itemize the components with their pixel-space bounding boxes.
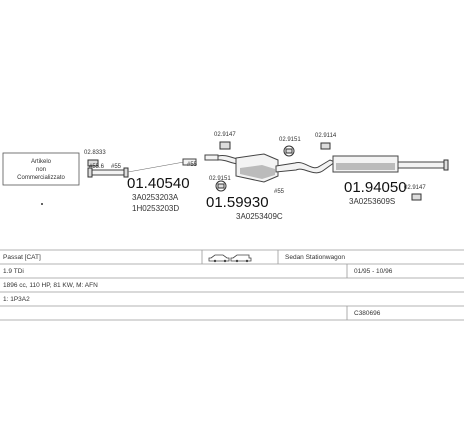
label-ref-55-6: #55.6 (89, 164, 105, 170)
label-bracket-d: 02.9114 (315, 133, 337, 139)
label-bracket-e: 02.9147 (404, 185, 426, 191)
table-engine: 1.9 TDi (3, 268, 24, 275)
bracket-a-icon (219, 141, 231, 150)
part2-number: 01.59930 (206, 194, 269, 211)
not-commercialized-line3: Commercializzato (17, 175, 65, 181)
table-code: C380696 (354, 310, 381, 317)
not-commercialized-line2: non (36, 167, 46, 173)
pipe-segment-long (217, 154, 239, 165)
label-ref-55-b: #55 (187, 162, 198, 168)
sedan-icon (208, 254, 230, 263)
wagon-icon (230, 254, 252, 263)
part2-sub: 3A0253409C (236, 212, 283, 221)
clamp-left-icon (87, 159, 99, 167)
bracket-d-icon (320, 142, 331, 150)
dot-marker (41, 203, 43, 205)
pipe-leader (127, 161, 185, 173)
label-bracket-a: 02.9147 (214, 132, 236, 138)
front-pipe-flange-left (87, 167, 93, 178)
part1-sub2: 1H0253203D (132, 204, 179, 213)
table-body: Sedan Stationwagon (285, 254, 345, 261)
tail-pipe-icon (397, 161, 445, 169)
front-pipe-flange-right (123, 167, 129, 178)
label-bracket-c: 02.9151 (279, 137, 301, 143)
pipe-segment-icon (204, 154, 219, 161)
part1-number: 01.40540 (127, 175, 190, 192)
part3-number: 01.94050 (344, 179, 407, 196)
label-ref-55-a: #55 (111, 164, 122, 170)
part1-sub1: 3A0253203A (132, 193, 179, 202)
front-muffler-shade (240, 165, 275, 179)
bracket-b-hook (217, 183, 225, 189)
label-clamp-left: 02.8333 (84, 150, 106, 156)
tail-pipe-tip (443, 159, 449, 171)
table-model: Passat [CAT] (3, 254, 41, 261)
table-years: 01/95 - 10/96 (354, 268, 393, 275)
bracket-e-icon (411, 193, 422, 201)
table-chassis: 1: 1P3A2 (3, 296, 30, 303)
bracket-c-hook (285, 148, 293, 154)
rear-muffler-shade (336, 163, 395, 170)
not-commercialized-line1: Artikelo (31, 159, 52, 165)
rear-pipe-icon (275, 159, 337, 174)
label-bracket-b: 02.9151 (209, 176, 231, 182)
table-specs: 1896 cc, 110 HP, 81 KW, M: AFN (3, 282, 98, 289)
not-commercialized-box (2, 152, 80, 186)
mid-pipe-icon (182, 158, 197, 166)
label-ref-55-c: #55 (274, 189, 285, 195)
front-pipe-icon (90, 169, 126, 176)
part3-sub: 3A0253609S (349, 197, 395, 206)
